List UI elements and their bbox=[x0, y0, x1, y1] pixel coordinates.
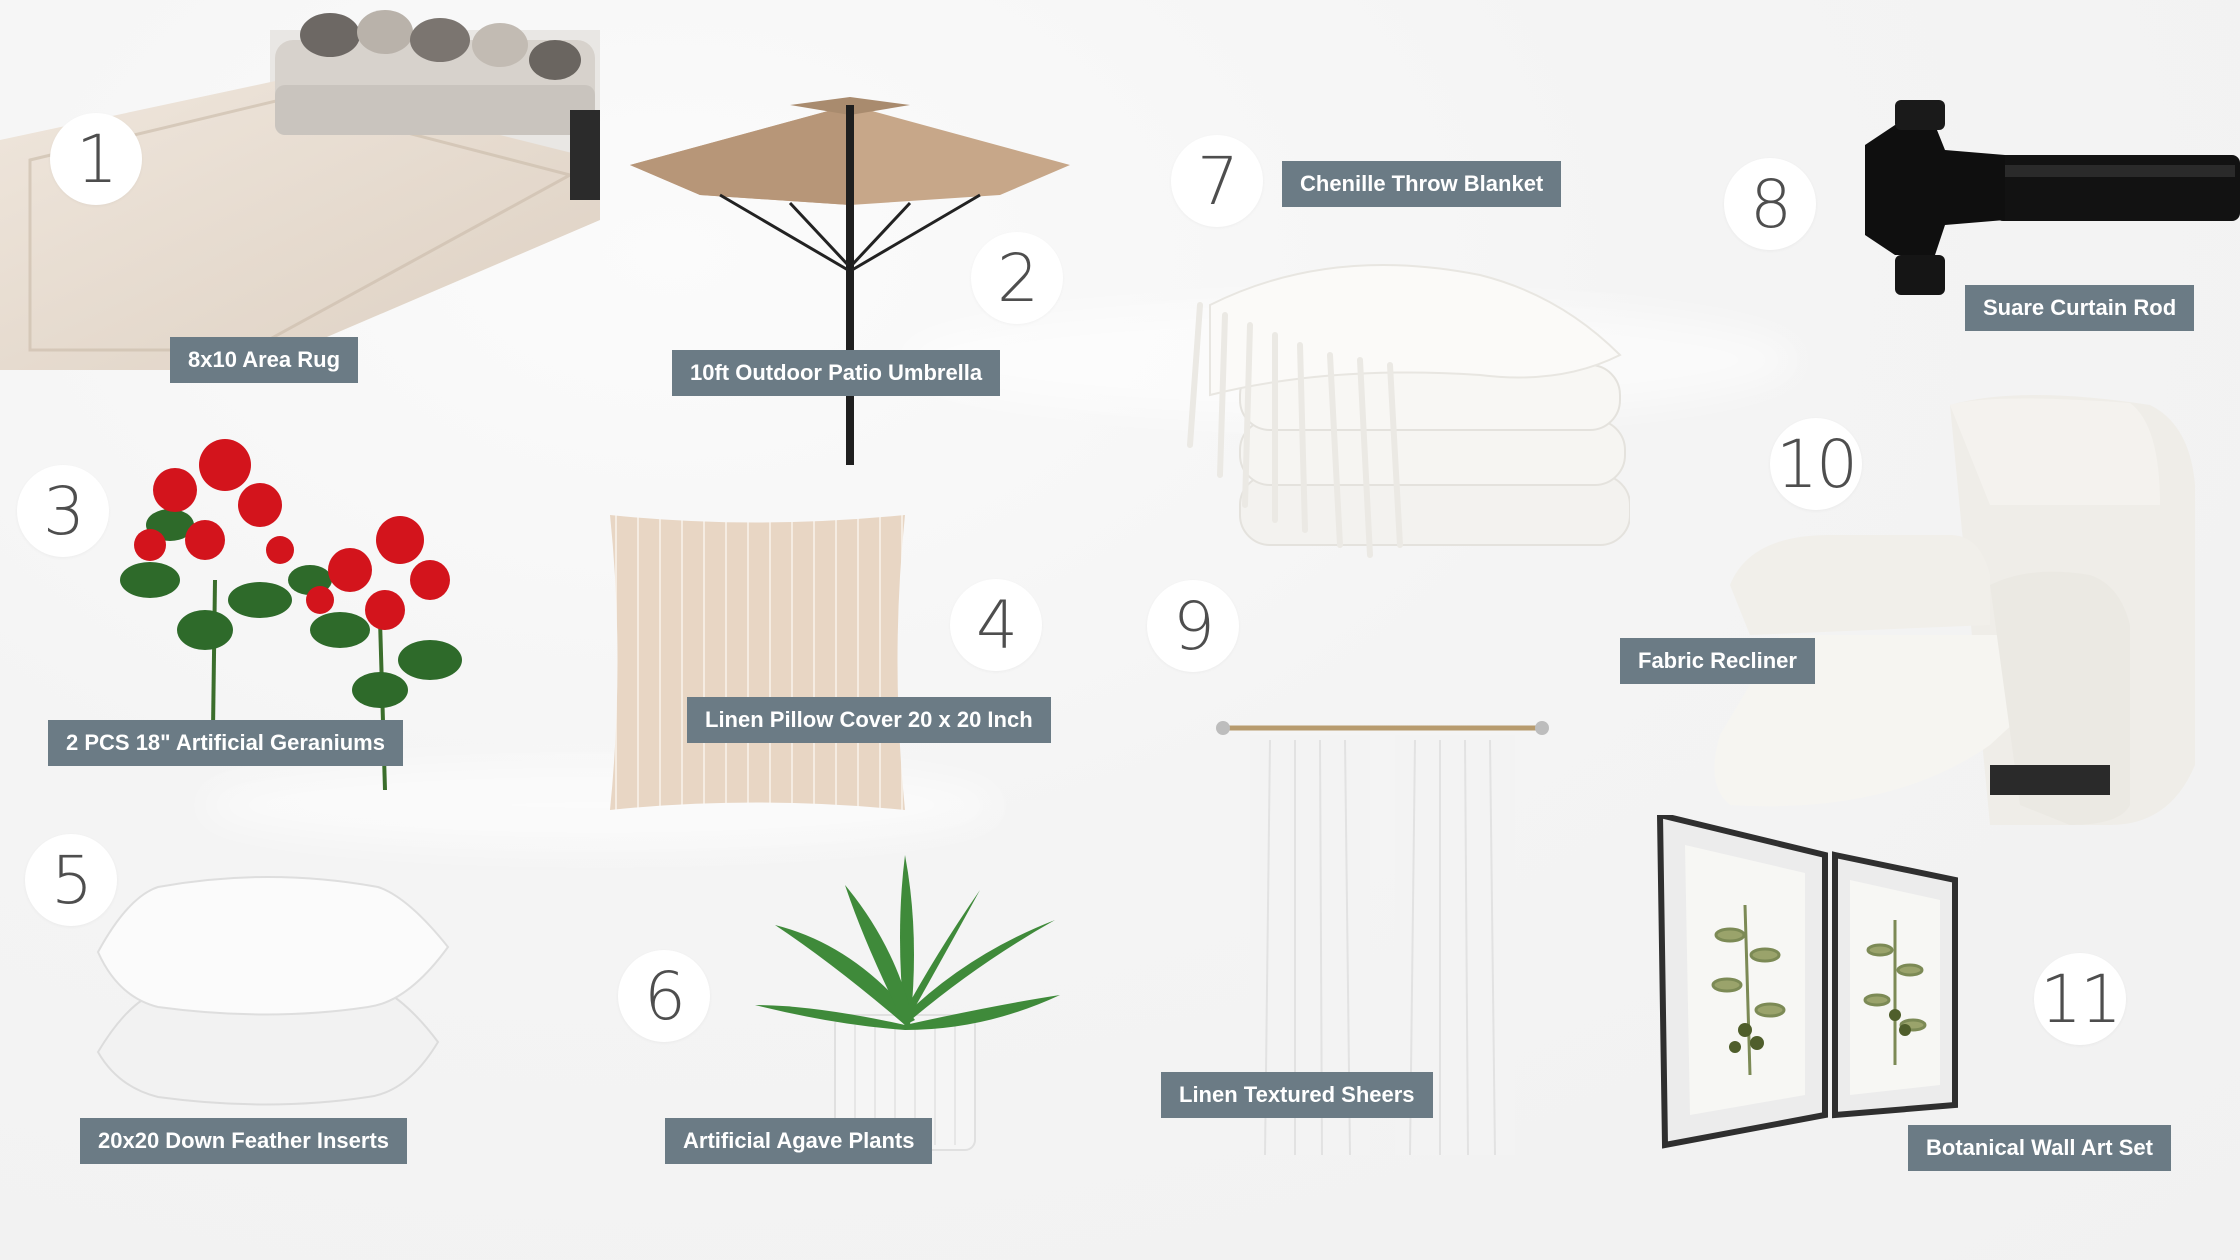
item-label: Suare Curtain Rod bbox=[1965, 285, 2195, 331]
throw-blanket-image bbox=[1180, 245, 1630, 565]
item-label: 8x10 Area Rug bbox=[170, 337, 359, 383]
item-number-badge: 11 bbox=[2034, 953, 2126, 1045]
botanical-wall-art-image bbox=[1655, 815, 1960, 1150]
agave-plant-image bbox=[755, 855, 1065, 1155]
item-label: Artificial Agave Plants bbox=[665, 1118, 933, 1164]
curtain-rod-image bbox=[1855, 95, 2240, 305]
linen-pillow-image bbox=[605, 510, 910, 815]
item-number-badge: 7 bbox=[1171, 135, 1263, 227]
item-label: Chenille Throw Blanket bbox=[1282, 161, 1562, 207]
item-number-badge: 9 bbox=[1147, 580, 1239, 672]
item-number-badge: 10 bbox=[1770, 418, 1862, 510]
item-number-badge: 2 bbox=[971, 232, 1063, 324]
feather-inserts-image bbox=[88, 872, 458, 1112]
item-label: Linen Textured Sheers bbox=[1161, 1072, 1433, 1118]
item-label: Linen Pillow Cover 20 x 20 Inch bbox=[687, 697, 1051, 743]
item-number-badge: 4 bbox=[950, 579, 1042, 671]
patio-umbrella-image bbox=[620, 95, 1080, 470]
item-number-badge: 6 bbox=[618, 950, 710, 1042]
item-label: Botanical Wall Art Set bbox=[1908, 1125, 2171, 1171]
item-number-badge: 5 bbox=[25, 834, 117, 926]
item-number-badge: 3 bbox=[17, 465, 109, 557]
item-label: Fabric Recliner bbox=[1620, 638, 1815, 684]
item-label: 10ft Outdoor Patio Umbrella bbox=[672, 350, 1001, 396]
area-rug-image bbox=[0, 0, 600, 380]
geraniums-image bbox=[110, 430, 480, 790]
item-number-badge: 1 bbox=[50, 113, 142, 205]
item-label: 2 PCS 18" Artificial Geraniums bbox=[48, 720, 403, 766]
fabric-recliner-image bbox=[1690, 385, 2230, 835]
item-label: 20x20 Down Feather Inserts bbox=[80, 1118, 408, 1164]
item-number-badge: 8 bbox=[1724, 158, 1816, 250]
